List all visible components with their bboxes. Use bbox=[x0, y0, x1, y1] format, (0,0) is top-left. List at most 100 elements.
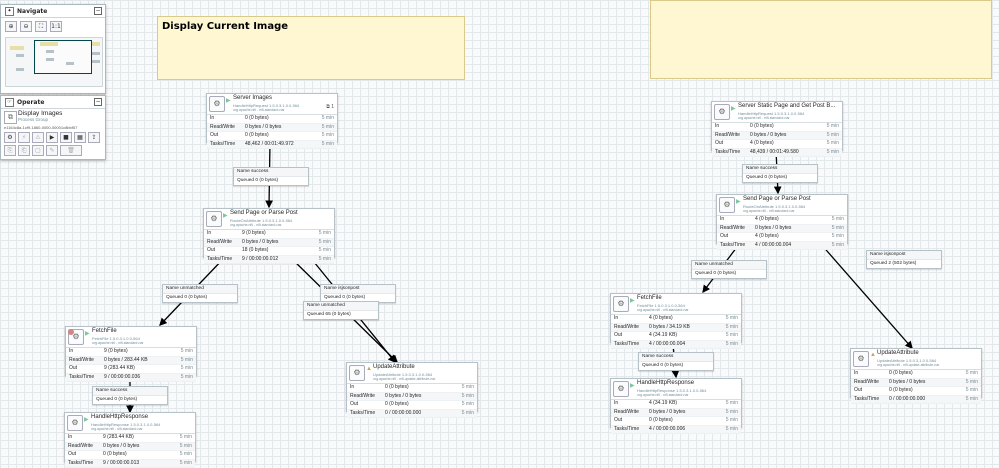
processor-server-static[interactable]: ⚙ ▶ Server Static Page and Get Post B...… bbox=[711, 101, 843, 157]
stat-label: Tasks/Time bbox=[68, 459, 94, 466]
stat-window: 5 min bbox=[318, 247, 331, 253]
disable-icon[interactable]: ⚠ bbox=[32, 132, 44, 143]
zoom-out-icon[interactable]: ⊖ bbox=[20, 21, 32, 32]
canvas-label[interactable] bbox=[650, 0, 992, 79]
processor-name: Send Page or Parse Post bbox=[743, 196, 811, 202]
play-icon: ▶ bbox=[731, 106, 736, 112]
connection-label[interactable]: Name success Queued 0 (0 bytes) bbox=[233, 167, 309, 186]
mini-label bbox=[40, 42, 58, 46]
delete-icon[interactable]: 🗑 bbox=[60, 145, 82, 156]
mini-label bbox=[10, 46, 24, 50]
play-icon: ▶ bbox=[226, 98, 231, 104]
color-icon[interactable]: ✎ bbox=[46, 145, 58, 156]
connection-name: Name isjsonpost bbox=[867, 251, 941, 260]
birdseye-view[interactable] bbox=[5, 37, 103, 87]
processor-handleresp-right[interactable]: ⚙ ▶ HandleHttpResponse HandleHttpRespons… bbox=[610, 378, 742, 434]
processor-type: FetchFile 1.5.0.3.1.0.0-564 bbox=[637, 303, 685, 308]
stat-value: 4 (0 bytes) bbox=[750, 140, 774, 146]
operate-header: ☞ Operate bbox=[1, 96, 105, 109]
stat-label: In bbox=[68, 434, 73, 440]
stop-icon[interactable]: ■ bbox=[60, 132, 72, 143]
stat-window: 5 min bbox=[725, 417, 738, 423]
mini-processor bbox=[46, 50, 54, 53]
stat-label: Read/Write bbox=[68, 442, 93, 449]
paste-icon[interactable]: ⎗ bbox=[18, 145, 30, 156]
processor-name: HandleHttpResponse bbox=[637, 380, 695, 386]
stat-label: Tasks/Time bbox=[854, 395, 880, 402]
connection-name: Name success bbox=[639, 353, 713, 362]
processor-send-page-right[interactable]: ⚙ ▶ Send Page or Parse Post RouteOnAttri… bbox=[716, 194, 848, 250]
stat-window: 5 min bbox=[826, 140, 839, 146]
stat-value: 9 (283.44 KB) bbox=[103, 434, 134, 440]
collapse-icon[interactable]: − bbox=[94, 7, 102, 15]
processor-type: HandleHttpResponse 1.5.0.3.1.0.0-564 bbox=[91, 422, 161, 427]
canvas-label[interactable]: Display Current Image bbox=[157, 16, 465, 80]
connection-label[interactable]: Name unmatched Queued 0 (0 bytes) bbox=[691, 260, 767, 279]
stat-label: Out bbox=[715, 140, 724, 146]
connection-label[interactable]: Name unmatched Queued 0 (0 bytes) bbox=[162, 284, 238, 303]
processor-bundle: org.apache.nifi - nifi-update-attribute-… bbox=[877, 363, 940, 367]
processor-type: HandleHttpRequest 1.5.0.3.1.0.0-564 bbox=[738, 111, 805, 116]
stat-window: 5 min bbox=[725, 323, 738, 330]
template-icon[interactable]: ▦ bbox=[74, 132, 86, 143]
copy-icon[interactable]: ⎘ bbox=[4, 145, 16, 156]
selection-id: e1164c8a-1cf9-1860-0000-00001c8bbf57 bbox=[4, 125, 78, 130]
stat-window: 5 min bbox=[180, 356, 193, 363]
stat-label: Out bbox=[68, 451, 77, 457]
processor-send-page-left[interactable]: ⚙ ▶ Send Page or Parse Post RouteOnAttri… bbox=[203, 208, 335, 264]
processor-fetchfile-right[interactable]: ⚙ ▶ FetchFile FetchFile 1.5.0.3.1.0.0-56… bbox=[610, 293, 742, 349]
stat-window: 5 min bbox=[461, 384, 474, 390]
processor-icon: ⚙ bbox=[349, 365, 365, 381]
enable-icon[interactable]: ⚡ bbox=[18, 132, 30, 143]
play-icon: ▶ bbox=[630, 298, 635, 304]
connection-label[interactable]: Name unmatched Queued 65 (0 bytes) bbox=[303, 301, 379, 320]
stat-label: Out bbox=[614, 417, 623, 423]
mini-processor bbox=[16, 68, 24, 71]
stat-label: In bbox=[69, 348, 74, 354]
zoom-in-icon[interactable]: ⊕ bbox=[5, 21, 17, 32]
processor-updateattr-left[interactable]: ⚙ ▲ UpdateAttribute UpdateAttribute 1.5.… bbox=[346, 362, 478, 418]
stat-window: 5 min bbox=[321, 123, 334, 130]
operate-panel: ☞ Operate − ⧉ Display Images Process Gro… bbox=[0, 95, 106, 160]
upload-template-icon[interactable]: ⇪ bbox=[88, 132, 100, 143]
stat-value: 4 (0 bytes) bbox=[649, 315, 673, 321]
gear-icon[interactable]: ⚙ bbox=[4, 132, 16, 143]
processor-name: HandleHttpResponse bbox=[91, 414, 149, 420]
stat-window: 5 min bbox=[179, 434, 192, 440]
processor-bundle: org.apache.nifi - nifi-standard-nar bbox=[233, 108, 285, 112]
connection-label[interactable]: Name success Queued 0 (0 bytes) bbox=[742, 164, 818, 183]
hand-icon: ☞ bbox=[5, 97, 14, 107]
play-icon: ▶ bbox=[84, 417, 89, 423]
connection-label[interactable]: Name success Queued 0 (0 bytes) bbox=[92, 386, 168, 405]
stat-label: Read/Write bbox=[210, 123, 235, 130]
bulletin-icon[interactable] bbox=[68, 329, 74, 335]
connection-label[interactable]: Name success Queued 0 (0 bytes) bbox=[638, 352, 714, 371]
fit-icon[interactable]: ⛶ bbox=[35, 21, 47, 32]
processor-icon: ⚙ bbox=[853, 351, 869, 367]
play-icon[interactable]: ▶ bbox=[46, 132, 58, 143]
stat-window: 5 min bbox=[180, 373, 193, 380]
stat-window: 5 min bbox=[826, 148, 839, 155]
processor-updateattr-right[interactable]: ⚙ ▲ UpdateAttribute UpdateAttribute 1.5.… bbox=[850, 348, 982, 404]
stat-window: 5 min bbox=[179, 442, 192, 449]
mini-processor bbox=[46, 58, 54, 61]
processor-fetchfile-left[interactable]: ⚙ ▶ FetchFile FetchFile 1.5.0.3.1.0.0-56… bbox=[65, 326, 197, 382]
processor-server-images[interactable]: ⚙ ▶ Server Images HandleHttpRequest 1.5.… bbox=[206, 93, 338, 149]
group-icon[interactable]: ▢ bbox=[32, 145, 44, 156]
stat-value: 0 bytes / 0 bytes bbox=[242, 238, 279, 245]
collapse-icon[interactable]: − bbox=[94, 98, 102, 106]
stat-value: 48,439 / 00:01:49.580 bbox=[750, 148, 799, 155]
actual-size-icon[interactable]: 1:1 bbox=[50, 21, 62, 32]
connection-queued: Queued 2 (502 bytes) bbox=[870, 261, 917, 266]
processor-name: UpdateAttribute bbox=[877, 350, 919, 356]
stat-value: 0 bytes / 0 bytes bbox=[245, 123, 282, 130]
processor-handleresp-left[interactable]: ⚙ ▶ HandleHttpResponse HandleHttpRespons… bbox=[64, 412, 196, 468]
stat-value: 0 (0 bytes) bbox=[750, 123, 774, 129]
stat-window: 5 min bbox=[831, 224, 844, 231]
stat-value: 4 / 00:00:00.004 bbox=[649, 340, 686, 347]
operate-toolbar-row1: ⚙ ⚡ ⚠ ▶ ■ ▦ ⇪ bbox=[4, 132, 100, 143]
processor-icon: ⚙ bbox=[209, 96, 225, 112]
stat-label: Tasks/Time bbox=[210, 140, 236, 147]
stat-window: 5 min bbox=[725, 408, 738, 415]
connection-label[interactable]: Name isjsonpost Queued 2 (502 bytes) bbox=[866, 250, 942, 269]
